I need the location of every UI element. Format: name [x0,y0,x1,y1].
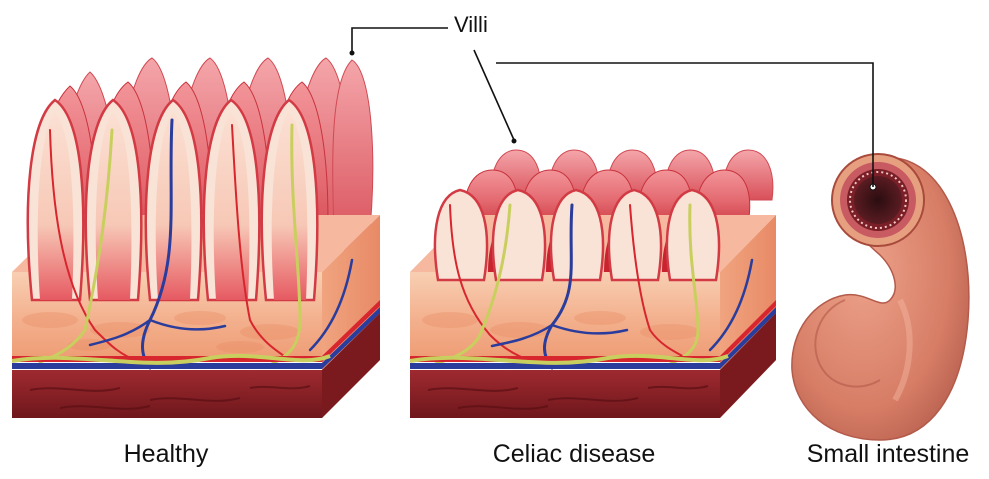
callout-dot-celiac [512,139,517,144]
healthy-block [12,58,380,418]
villi-label: Villi [454,12,488,38]
small-intestine [792,154,969,440]
intestine-lumen [854,176,902,224]
caption-celiac: Celiac disease [493,440,656,469]
caption-small-intestine: Small intestine [807,440,970,469]
celiac-front-villi [435,190,719,280]
caption-healthy: Healthy [124,440,209,469]
celiac-muscle-front [410,370,720,418]
celiac-block [410,150,776,418]
healthy-muscle-front [12,370,322,418]
callout-dot-healthy [350,51,355,56]
